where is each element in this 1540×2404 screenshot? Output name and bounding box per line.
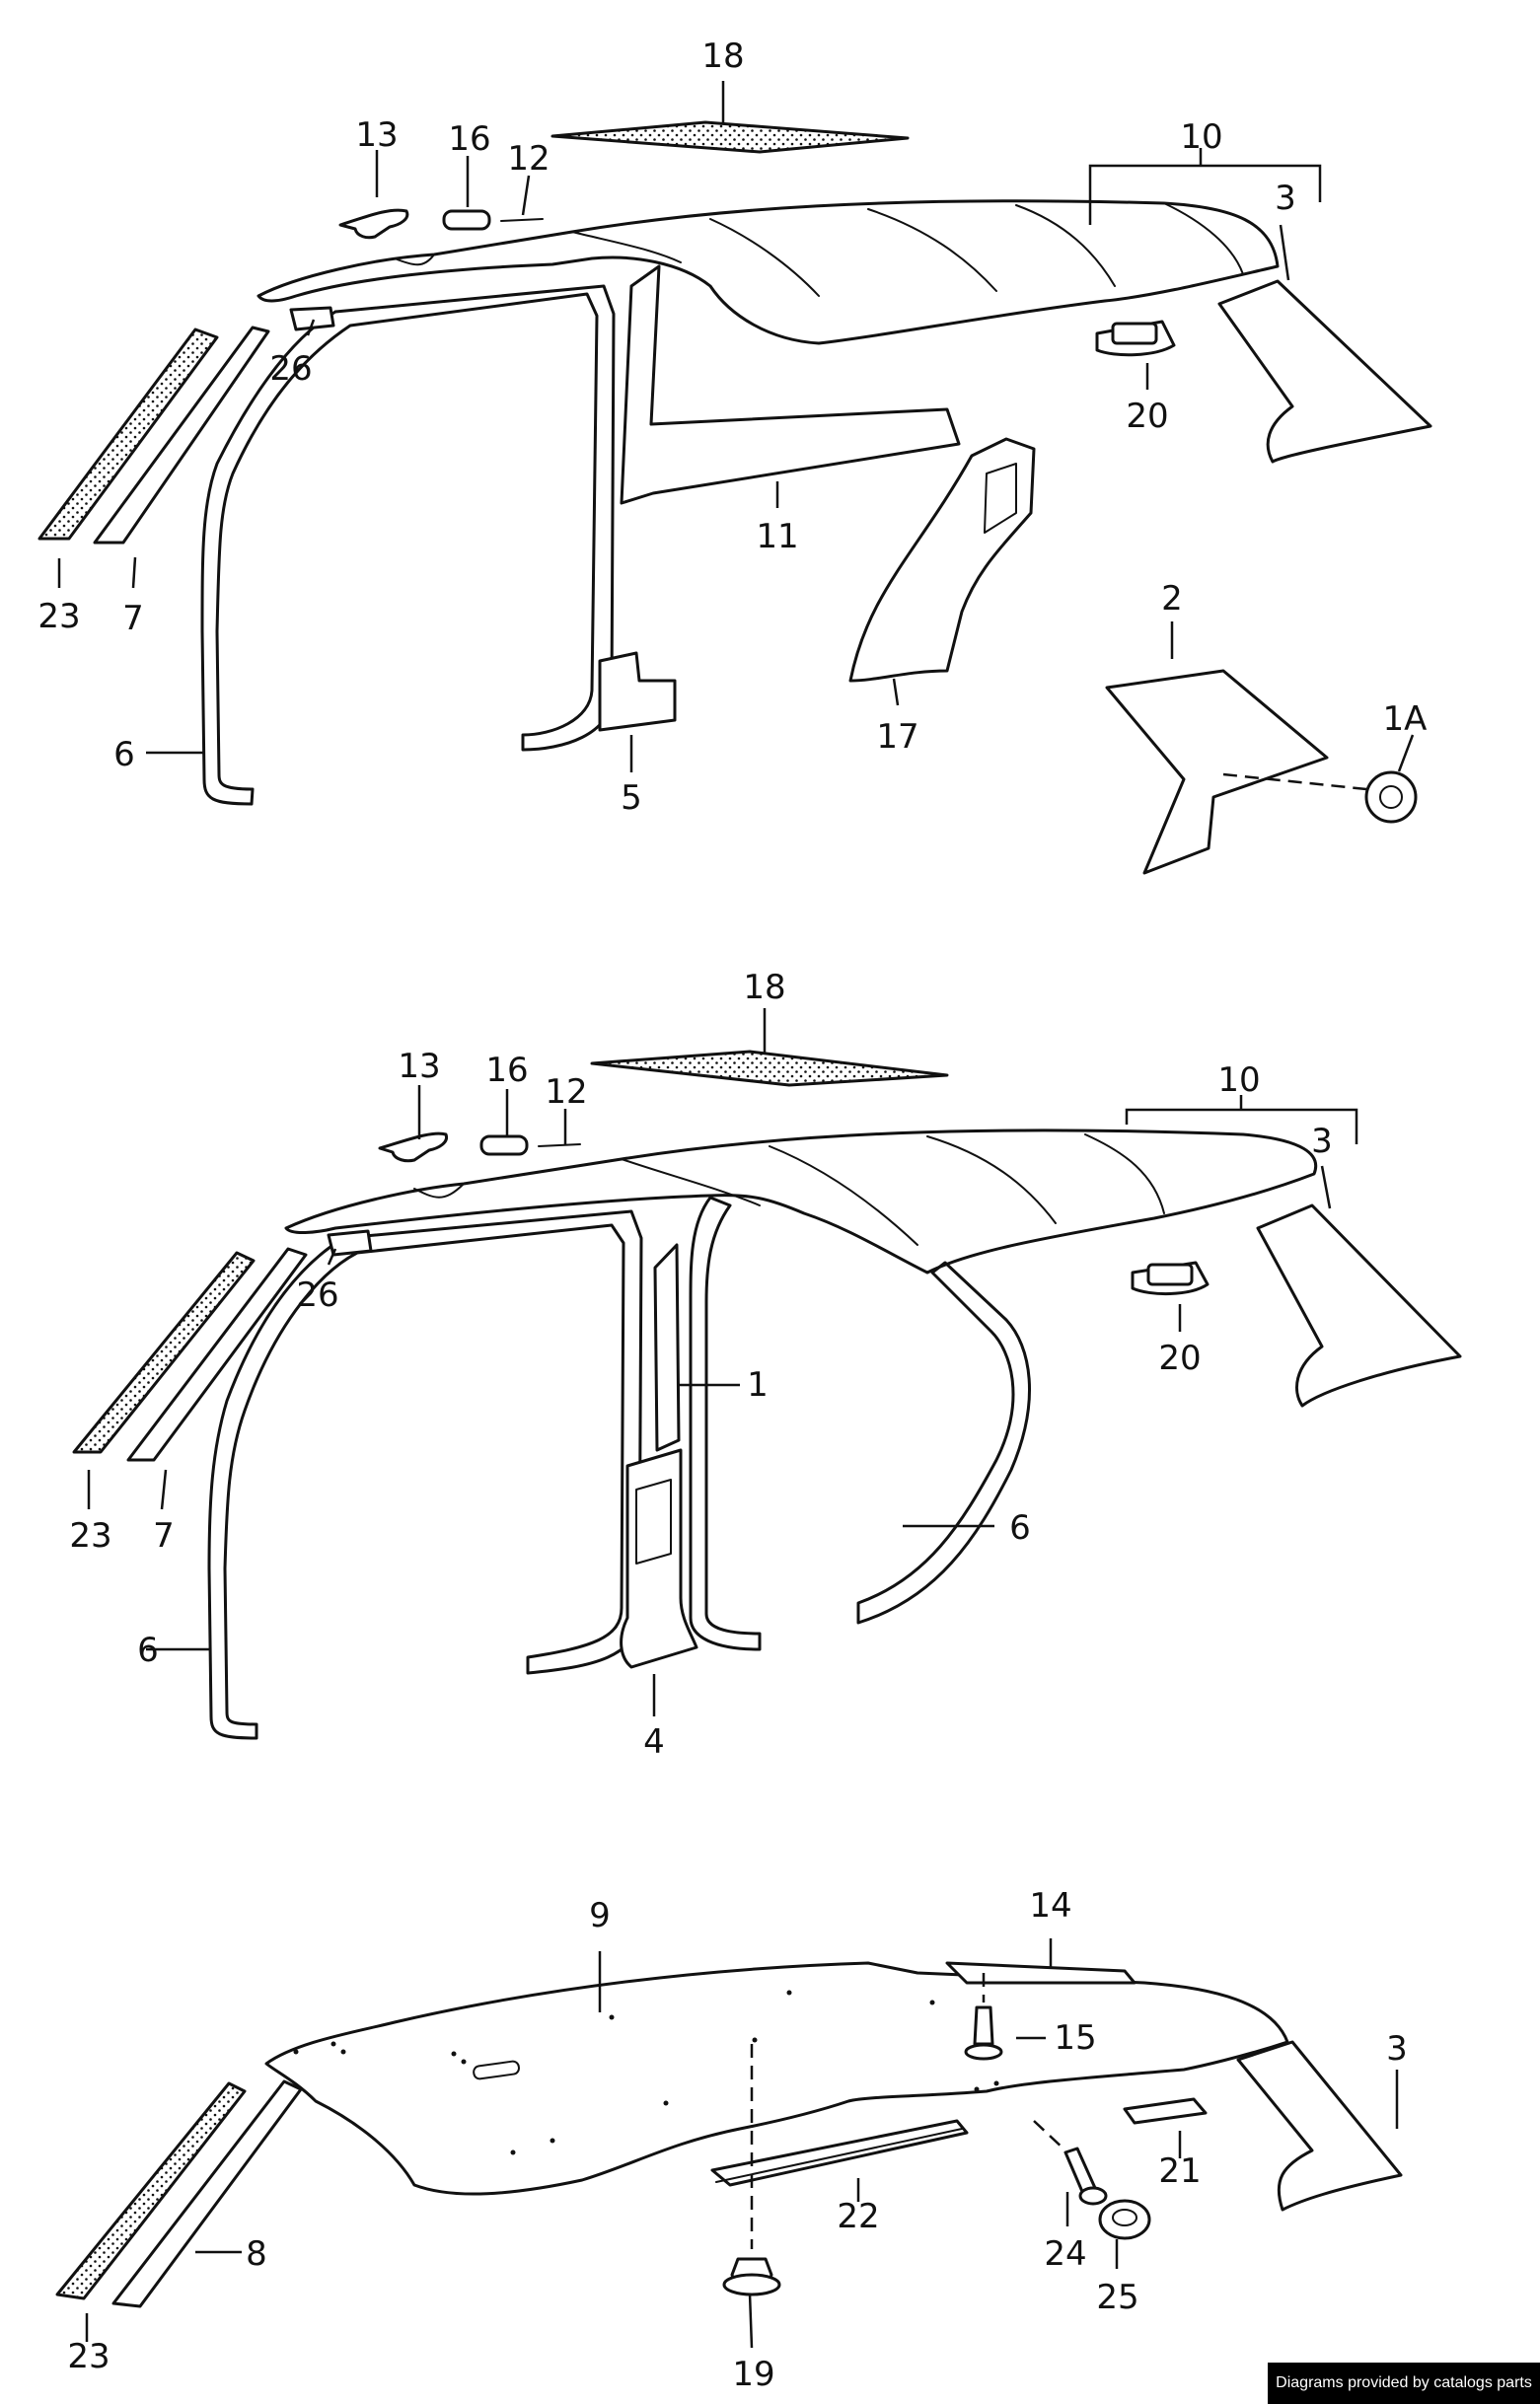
- label-1: 1: [747, 1365, 769, 1405]
- part-3-rear-trim[interactable]: [1217, 279, 1432, 464]
- label-3: 3: [1275, 179, 1296, 218]
- part-23-insulation-strip[interactable]: [72, 1251, 256, 1454]
- label-3: 3: [1386, 2029, 1408, 2069]
- callout-labels: 18 13 16 12 10 3 26 20 11 23 7 2 1A 17 6…: [37, 36, 1427, 2394]
- label-5: 5: [621, 778, 642, 818]
- label-10: 10: [1217, 1060, 1260, 1100]
- part-5-pillar-cover[interactable]: [598, 651, 677, 732]
- part-8-a-pillar-trim[interactable]: [111, 2079, 303, 2308]
- label-13: 13: [398, 1047, 440, 1086]
- label-7: 7: [122, 599, 144, 638]
- part-3-rear-trim[interactable]: [1256, 1203, 1462, 1408]
- label-10: 10: [1180, 117, 1222, 157]
- label-11: 11: [756, 517, 798, 556]
- label-26: 26: [269, 349, 312, 389]
- label-6: 6: [137, 1631, 159, 1670]
- part-26-clip[interactable]: [327, 1229, 373, 1257]
- part-7-a-pillar-trim[interactable]: [93, 326, 270, 545]
- part-23-insulation-strip[interactable]: [37, 328, 219, 541]
- label-6: 6: [113, 735, 135, 774]
- label-18: 18: [743, 968, 785, 1007]
- view-lower-headliner: [55, 1961, 1403, 2308]
- part-3-rear-trim[interactable]: [1236, 2040, 1403, 2212]
- part-21-bracket[interactable]: [1123, 2097, 1208, 2125]
- label-18: 18: [701, 36, 744, 76]
- label-13: 13: [355, 115, 398, 155]
- leader-lines: [57, 81, 1415, 2349]
- part-4-lower-pillar-trim[interactable]: [620, 1448, 698, 1669]
- label-14: 14: [1029, 1886, 1071, 1926]
- view-middle-roof-4door: [72, 1050, 1462, 1740]
- part-16-plug[interactable]: [442, 209, 491, 231]
- part-18-sunroof-insulation[interactable]: [590, 1050, 949, 1087]
- label-15: 15: [1054, 2018, 1096, 2058]
- part-26-clip[interactable]: [289, 306, 335, 331]
- label-23: 23: [67, 2337, 110, 2376]
- label-4: 4: [643, 1722, 665, 1762]
- label-12: 12: [545, 1072, 587, 1112]
- roof-headliner: [284, 1129, 1318, 1275]
- label-1a: 1A: [1383, 699, 1428, 739]
- part-13-clip[interactable]: [338, 208, 409, 240]
- label-25: 25: [1096, 2278, 1138, 2317]
- label-12: 12: [507, 139, 550, 179]
- part-13-clip[interactable]: [378, 1131, 449, 1163]
- part-1-b-pillar-trim[interactable]: [653, 1243, 681, 1452]
- part-15-screw[interactable]: [973, 2005, 994, 2046]
- part-23-insulation-strip[interactable]: [55, 2081, 247, 2300]
- label-23: 23: [69, 1516, 111, 1556]
- label-16: 16: [448, 119, 490, 159]
- part-25-grommet[interactable]: [1098, 2199, 1151, 2240]
- part-11-side-trim[interactable]: [620, 264, 961, 505]
- part-12-pin[interactable]: [500, 218, 544, 222]
- label-22: 22: [837, 2197, 879, 2236]
- view-upper-roof-2door: [37, 120, 1432, 875]
- part-1a-grommet[interactable]: [1364, 770, 1418, 824]
- roof-headliner: [257, 199, 1280, 345]
- label-7: 7: [153, 1516, 175, 1556]
- part-16-plug[interactable]: [479, 1134, 529, 1156]
- label-2: 2: [1161, 579, 1183, 619]
- label-19: 19: [732, 2355, 774, 2394]
- part-6-door-seal[interactable]: [200, 284, 616, 806]
- part-6-front-door-seal[interactable]: [207, 1209, 643, 1740]
- part-7-a-pillar-trim[interactable]: [126, 1247, 308, 1462]
- label-6: 6: [1009, 1508, 1031, 1548]
- part-14-sunroof-trim[interactable]: [945, 1961, 1137, 1985]
- label-17: 17: [876, 717, 918, 757]
- label-23: 23: [37, 597, 80, 636]
- part-18-sunroof-insulation[interactable]: [550, 120, 910, 154]
- part-9-headliner[interactable]: [264, 1961, 1289, 2196]
- label-24: 24: [1044, 2234, 1086, 2274]
- label-16: 16: [485, 1051, 528, 1090]
- label-9: 9: [589, 1896, 611, 1935]
- part-12-pin[interactable]: [538, 1143, 581, 1147]
- label-3: 3: [1311, 1122, 1333, 1161]
- label-8: 8: [246, 2234, 267, 2274]
- part-17-c-pillar-trim[interactable]: [848, 437, 1036, 683]
- label-20: 20: [1158, 1339, 1201, 1378]
- part-6-rear-door-seal[interactable]: [856, 1261, 1031, 1625]
- part-2-side-panel[interactable]: [1105, 669, 1329, 875]
- diagram-credit: Diagrams provided by catalogs parts: [1268, 2363, 1540, 2404]
- label-26: 26: [296, 1275, 338, 1315]
- label-20: 20: [1126, 397, 1168, 436]
- label-21: 21: [1158, 2151, 1201, 2191]
